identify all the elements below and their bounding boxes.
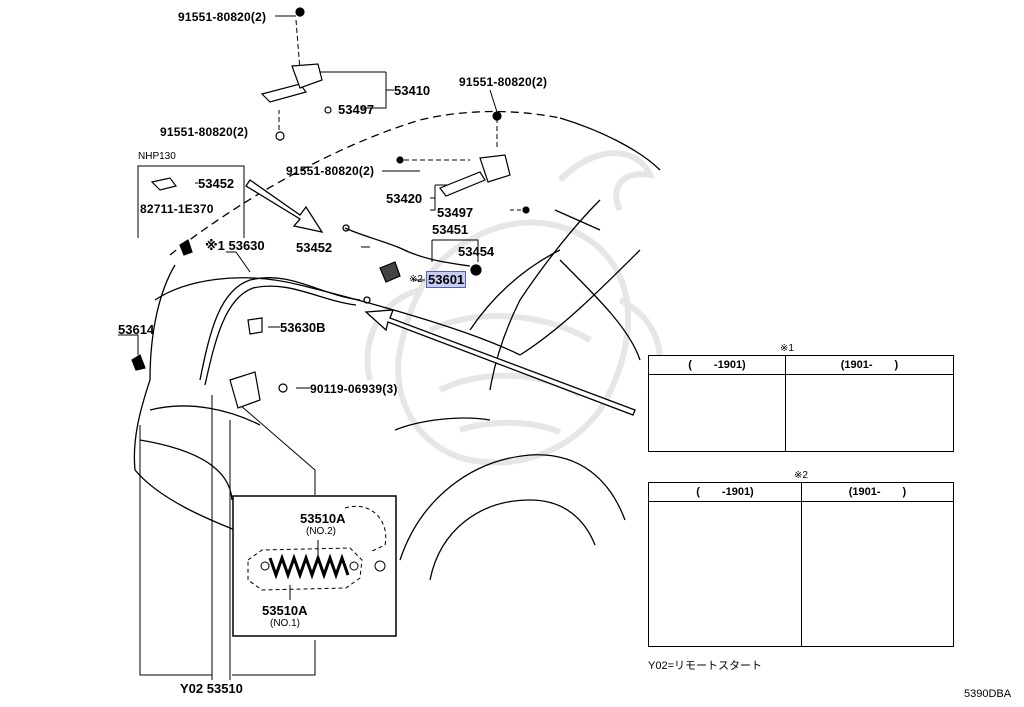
label-90119: 90119-06939(3) [310,382,398,396]
panel1-header [649,356,953,375]
label-bolt-top: 91551-80820(2) [178,10,267,24]
label-53601-mark: ※2 [409,274,423,285]
label-53497-top: 53497 [338,102,375,117]
panel2-col-right: (1901- ) [802,483,953,646]
label-53601-highlighted[interactable]: 53601 [426,271,467,288]
clips [131,177,482,409]
panel2-mark: ※2 [794,470,808,481]
label-bolt-mid: 91551-80820(2) [286,164,375,178]
note-y02: Y02=リモートスタート [648,660,762,672]
label-y02-53510: Y02 53510 [180,681,243,696]
hinge-53420 [396,111,530,214]
label-53510a-no1: 53510A [262,603,308,618]
pointer-arrows [245,179,636,416]
diagram-code: 5390DBA [964,688,1012,700]
spring-detail-box [232,495,397,637]
label-82711: 82711-1E370 [140,202,214,216]
panel1-col-left: ( -1901) [649,356,785,451]
panel2: ( -1901) (1901- ) [648,482,954,647]
label-no1: (NO.1) [270,618,300,629]
panel2-col-right-label: (1901- ) [848,486,907,498]
panel1-col-right: (1901- ) [786,356,953,451]
label-53614: 53614 [118,322,155,337]
panel2-col-left: ( -1901) [649,483,801,646]
panel1-divider [785,356,786,451]
panel1-col-right-label: (1901- ) [840,359,899,371]
label-53510a-no2: 53510A [300,511,346,526]
panel2-col-left-label: ( -1901) [696,486,754,498]
label-bolt-left: 91551-80820(2) [160,125,249,139]
label-bolt-right: 91551-80820(2) [459,75,548,89]
label-53497-mid: 53497 [437,205,474,220]
label-53454: 53454 [458,244,495,259]
watermark-emblem [364,150,663,466]
label-53452-left: 53452 [198,176,235,191]
hinge-53410 [260,7,332,141]
label-nhp130: NHP130 [138,151,176,162]
label-53420: 53420 [386,191,423,206]
label-53410: 53410 [394,83,431,98]
panel2-divider [801,483,802,646]
release-cables [199,224,471,386]
panel1-col-left-label: ( -1901) [688,359,746,371]
leader-lines [118,15,525,680]
label-no2: (NO.2) [306,526,336,537]
panel1: ( -1901) (1901- ) [648,355,954,452]
label-53452-mid: 53452 [296,240,333,255]
label-53630b: 53630B [280,320,326,335]
car-body-outline [133,110,661,581]
panel1-mark: ※1 [780,343,794,354]
label-53451: 53451 [432,222,469,237]
label-53630: ※1 53630 [205,238,265,253]
